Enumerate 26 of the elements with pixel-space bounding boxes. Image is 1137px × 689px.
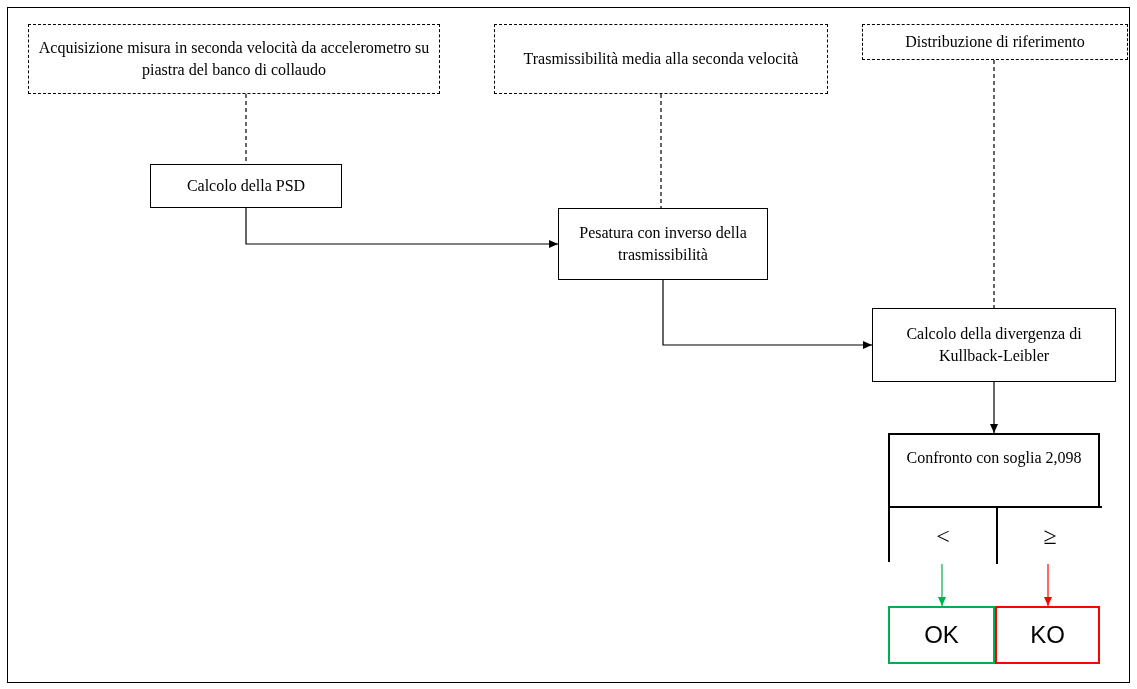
process-box [872,308,1116,382]
input-box [862,24,1128,60]
input-box [28,24,440,94]
condition-cell [890,506,998,564]
input-box [494,24,828,94]
result-box [995,606,1100,664]
node-text: Trasmissibilità media alla seconda velocità [522,49,800,69]
node-text: OK [923,624,960,646]
process-box [558,208,768,280]
arrow [245,207,559,248]
node-text: Calcolo della divergenza di Kullback-Leibler [905,324,1083,366]
arrow [662,279,873,349]
node-text: ≥ [1042,525,1058,547]
node-text: Distribuzione di riferimento [904,32,1086,52]
result-box [888,606,995,664]
node-text: < [935,525,951,547]
node-text: Acquisizione misura in seconda velocità da accelerometro su piastra del banco di collaudo [37,38,431,81]
arrow [990,381,998,434]
node-text: Confronto con soglia 2,098 [905,448,1083,469]
process-box [150,164,342,208]
comparison-box [888,433,1100,562]
dashed-connector [660,93,662,209]
node-text: Calcolo della PSD [185,176,307,196]
node-text: KO [1029,624,1066,646]
dashed-connector [993,59,995,309]
node-text: Pesatura con inverso della trasmissibilità [578,223,748,265]
